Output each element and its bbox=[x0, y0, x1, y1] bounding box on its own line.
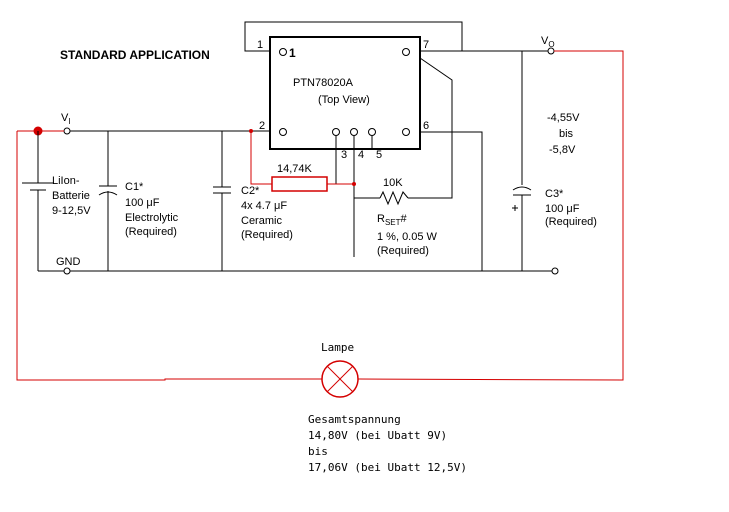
c1-value: 100 μF bbox=[125, 197, 160, 209]
total-voltage-title: Gesamtspannung bbox=[308, 413, 401, 426]
vout-min: -4,55V bbox=[547, 112, 580, 124]
gnd-label: GND bbox=[56, 256, 81, 268]
vi-terminal bbox=[63, 127, 71, 135]
pin-3-label: 3 bbox=[341, 149, 347, 161]
c3-plate-curved bbox=[512, 186, 532, 191]
c3-note: (Required) bbox=[545, 216, 597, 228]
c2-type: Ceramic bbox=[241, 215, 282, 227]
pin-3-marker bbox=[332, 128, 340, 136]
lamp-wire-right bbox=[357, 50, 624, 381]
gnd-right-terminal bbox=[551, 267, 559, 275]
c2-value: 4x 4.7 μF bbox=[241, 200, 287, 212]
pin-1-label: 1 bbox=[257, 39, 263, 51]
pin-5-label: 5 bbox=[376, 149, 382, 161]
total-voltage-bis: bis bbox=[308, 445, 328, 458]
c1-type: Electrolytic bbox=[125, 212, 179, 224]
total-voltage-max: 17,06V (bei Ubatt 12,5V) bbox=[308, 461, 467, 474]
added-resistor-value: 14,74K bbox=[277, 163, 313, 175]
sense-wire bbox=[408, 57, 453, 199]
vi-label: VI bbox=[61, 112, 71, 126]
r10k-value: 10K bbox=[383, 177, 403, 189]
pin-5-marker bbox=[368, 128, 376, 136]
c1-note: (Required) bbox=[125, 226, 177, 238]
added-resistor-body bbox=[271, 176, 328, 192]
pin-6-marker bbox=[402, 128, 410, 136]
rset-note: (Required) bbox=[377, 245, 429, 257]
c3-value: 100 μF bbox=[545, 203, 580, 215]
pin-2-label: 2 bbox=[259, 120, 265, 132]
total-voltage-min: 14,80V (bei Ubatt 9V) bbox=[308, 429, 447, 442]
added-node-vi bbox=[249, 129, 253, 133]
pin-2-marker bbox=[279, 128, 287, 136]
pin6-ground-wire bbox=[420, 131, 483, 271]
vo-label: VO bbox=[541, 35, 555, 49]
c2-label: C2* bbox=[241, 185, 260, 197]
added-resistor-wire-left bbox=[250, 131, 272, 185]
ic-view: (Top View) bbox=[318, 94, 370, 106]
vout-max: -5,8V bbox=[549, 144, 576, 156]
c3-label: C3* bbox=[545, 188, 564, 200]
ic-body bbox=[269, 36, 421, 150]
vout-bis: bis bbox=[559, 128, 574, 140]
pin-4-marker bbox=[350, 128, 358, 136]
added-node-pin4 bbox=[352, 182, 356, 186]
lamp-cross-b bbox=[326, 365, 354, 393]
gnd-left-terminal bbox=[63, 267, 71, 275]
c1-label: C1* bbox=[125, 181, 144, 193]
rset-label: RSET# bbox=[377, 213, 408, 227]
battery-label-1: LiIon- bbox=[52, 175, 80, 187]
pin-7-label: 7 bbox=[423, 39, 429, 51]
r10k-zigzag bbox=[379, 190, 409, 206]
lamp-wire-left bbox=[16, 131, 322, 381]
pin-4-label: 4 bbox=[358, 149, 364, 161]
rset-spec: 1 %, 0.05 W bbox=[377, 231, 438, 243]
pin-1-inner-mark: 1 bbox=[289, 46, 296, 60]
lamp-label: Lampe bbox=[321, 341, 354, 354]
battery-label-3: 9-12,5V bbox=[52, 205, 91, 217]
pin-6-label: 6 bbox=[423, 120, 429, 132]
pin-1-marker bbox=[279, 48, 287, 56]
schematic-title: STANDARD APPLICATION bbox=[60, 48, 210, 62]
c2-note: (Required) bbox=[241, 229, 293, 241]
battery-label-2: Batterie bbox=[52, 190, 90, 202]
ic-name: PTN78020A bbox=[293, 77, 354, 89]
pin1-loop-wire bbox=[244, 21, 463, 52]
pin-7-marker bbox=[402, 48, 410, 56]
